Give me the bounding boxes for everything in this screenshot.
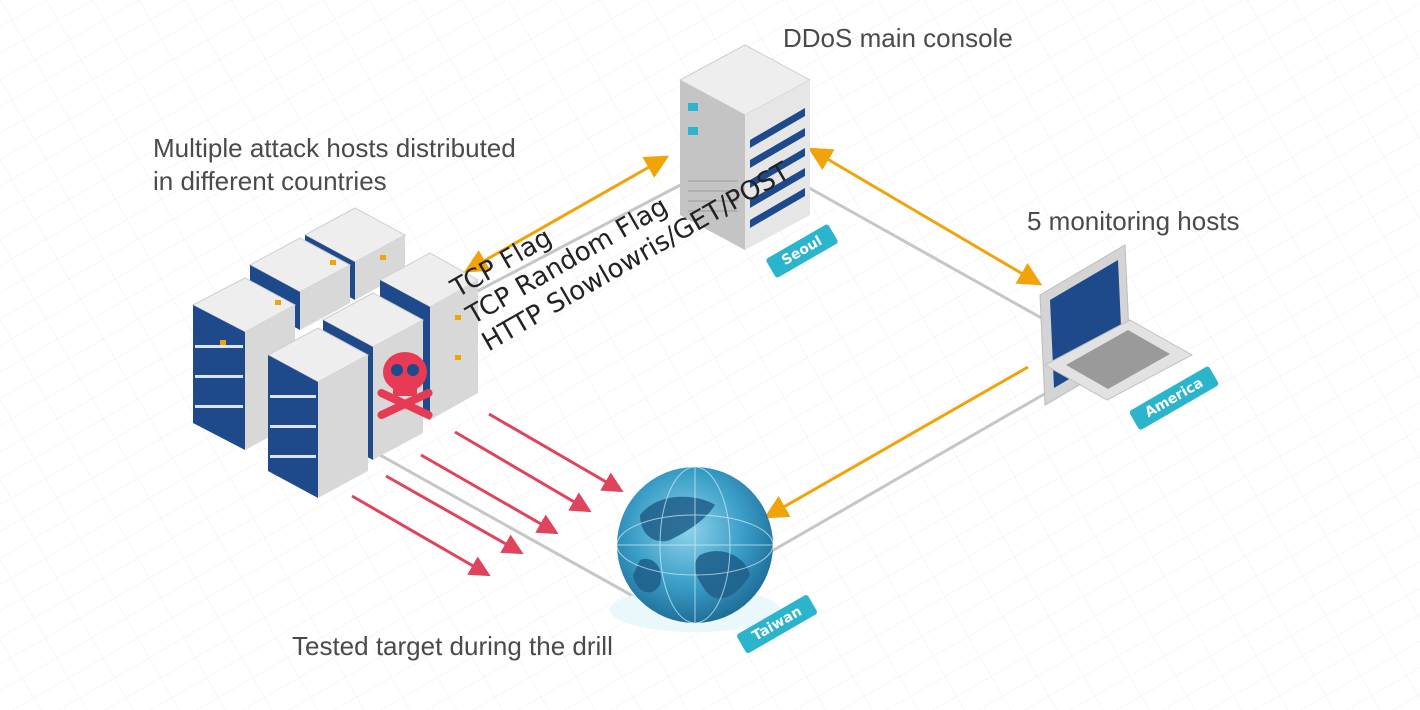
globe-icon xyxy=(610,466,780,632)
control-arrows xyxy=(463,147,1043,519)
console-server-icon xyxy=(678,44,812,250)
attack-hosts-caption-line1: Multiple attack hosts distributed xyxy=(153,133,516,163)
attack-hosts-caption-line2: in different countries xyxy=(153,166,387,196)
attack-arrows xyxy=(351,412,624,577)
console-caption: DDoS main console xyxy=(783,23,1013,53)
skull-icon xyxy=(377,352,433,419)
monitoring-caption: 5 monitoring hosts xyxy=(1027,206,1240,236)
laptop-icon xyxy=(1039,244,1194,406)
target-caption: Tested target during the drill xyxy=(292,631,613,661)
attack-hosts-caption: Multiple attack hosts distributed in dif… xyxy=(153,132,516,198)
